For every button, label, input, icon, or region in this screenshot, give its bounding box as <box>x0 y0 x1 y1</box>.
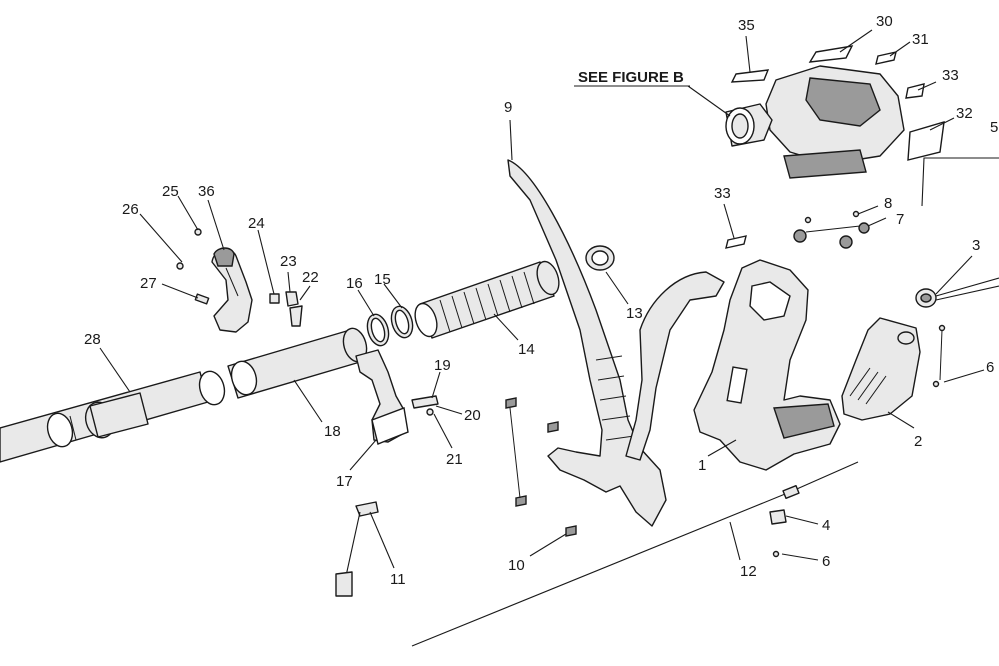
label-11: 11 <box>390 571 406 588</box>
label-19: 19 <box>434 357 451 374</box>
label-24: 24 <box>248 215 265 232</box>
label-36: 36 <box>198 183 215 200</box>
label-5: 5 <box>990 119 998 136</box>
label-20: 20 <box>464 407 481 424</box>
label-28: 28 <box>84 331 101 348</box>
label-22: 22 <box>302 269 319 286</box>
label-10: 10 <box>508 557 525 574</box>
label-7: 7 <box>896 211 904 228</box>
label-1: 1 <box>698 457 706 474</box>
fuel-tank-2 <box>841 317 921 421</box>
clamp-16 <box>366 313 390 347</box>
cable-11 <box>335 501 379 597</box>
label-6-bottom: 6 <box>822 553 830 570</box>
see-figure-b-callout: SEE FIGURE B <box>578 69 684 86</box>
throttle-cable-12 <box>411 461 859 647</box>
label-12: 12 <box>740 563 757 580</box>
label-17: 17 <box>336 473 353 490</box>
label-21: 21 <box>446 451 463 468</box>
label-33-top: 33 <box>942 67 959 84</box>
label-15: 15 <box>374 271 391 288</box>
label-3: 3 <box>972 237 980 254</box>
label-18: 18 <box>324 423 341 440</box>
flex-tube-14 <box>414 260 560 339</box>
label-31: 31 <box>912 31 929 48</box>
fasteners-7-8 <box>793 210 870 249</box>
part-number-labels: SEE FIGURE B 35 30 31 33 32 5 8 7 33 3 6… <box>84 13 998 588</box>
screw-19-20-21 <box>411 395 439 416</box>
label-30: 30 <box>876 13 893 30</box>
label-2: 2 <box>914 433 922 450</box>
leader-lines <box>99 29 985 569</box>
clip-13 <box>585 245 615 271</box>
label-23: 23 <box>280 253 297 270</box>
cap-3 <box>915 277 999 308</box>
label-27: 27 <box>140 275 157 292</box>
label-33-mid: 33 <box>714 185 731 202</box>
label-6-right: 6 <box>986 359 994 376</box>
engine-assembly <box>725 65 905 179</box>
label-25: 25 <box>162 183 179 200</box>
label-35: 35 <box>738 17 755 34</box>
label-8: 8 <box>884 195 892 212</box>
label-26: 26 <box>122 201 139 218</box>
label-32: 32 <box>956 105 973 122</box>
screws-6 <box>772 324 946 558</box>
label-4: 4 <box>822 517 830 534</box>
label-13: 13 <box>626 305 643 322</box>
screws-10 <box>505 397 577 537</box>
back-frame-1 <box>693 259 841 471</box>
tube-18 <box>227 327 368 399</box>
labels-30-31-32-33-35 <box>725 45 945 249</box>
right-strap <box>625 271 725 461</box>
small-parts-left <box>176 228 303 327</box>
tube-28 <box>0 370 226 463</box>
rod-5 <box>921 157 999 207</box>
throttle-handle-36 <box>211 247 253 333</box>
label-9: 9 <box>504 99 512 116</box>
clamp-15 <box>390 305 414 339</box>
label-14: 14 <box>518 341 535 358</box>
label-16: 16 <box>346 275 363 292</box>
grip-17 <box>355 349 409 445</box>
